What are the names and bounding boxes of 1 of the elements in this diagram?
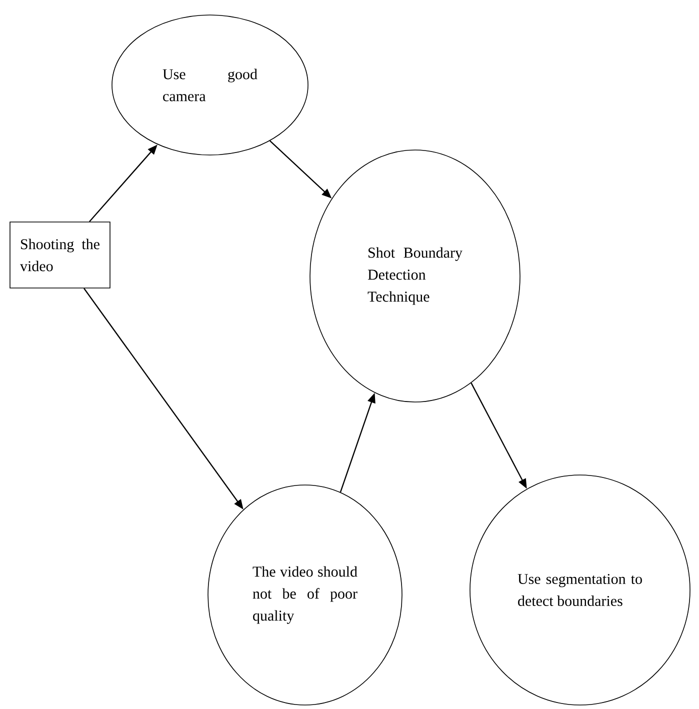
process-box: Shooting the video: [10, 222, 110, 288]
